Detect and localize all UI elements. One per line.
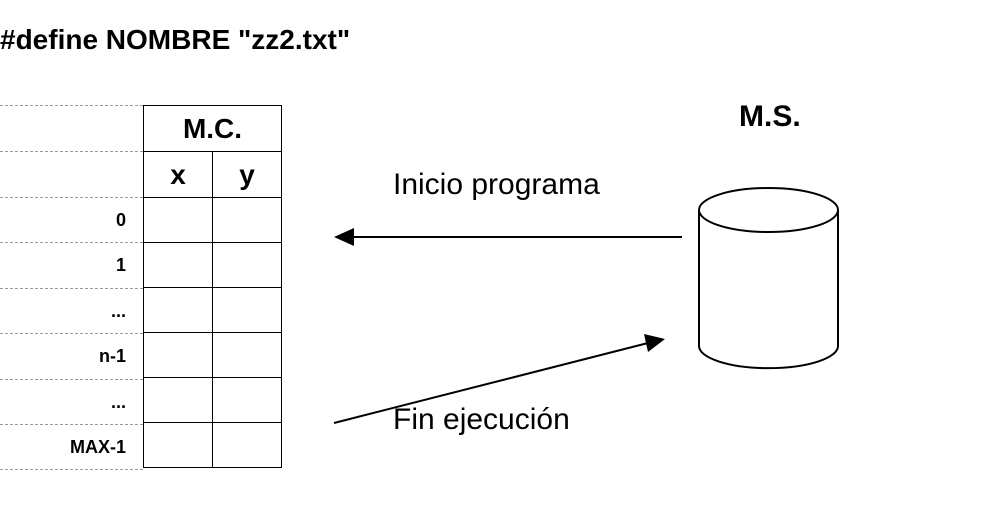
row-label-ellipsis-1: ... <box>0 288 143 333</box>
table-cell <box>212 242 282 288</box>
row-label-ellipsis-2: ... <box>0 379 143 424</box>
table-cell <box>212 422 282 468</box>
memory-table-title: M.C. <box>143 105 282 152</box>
save-arrow-label: Fin ejecución <box>393 403 570 436</box>
table-row <box>143 287 282 333</box>
column-header-x: x <box>143 151 213 198</box>
storage-cylinder-icon <box>698 187 839 370</box>
table-row <box>143 422 282 468</box>
storage-label: M.S. <box>739 100 801 133</box>
table-cell <box>212 287 282 333</box>
load-arrow-label: Inicio programa <box>393 168 600 201</box>
row-label-header-top <box>0 105 143 151</box>
row-label-n-1: n-1 <box>0 333 143 379</box>
save-arrow <box>333 334 665 424</box>
memory-table: M.C. x y <box>143 105 282 468</box>
table-row <box>143 332 282 378</box>
load-arrow <box>334 228 682 246</box>
table-cell <box>212 332 282 378</box>
page-title: #define NOMBRE "zz2.txt" <box>0 24 351 55</box>
row-label-max-1: MAX-1 <box>0 424 143 470</box>
column-header-y: y <box>212 151 282 198</box>
table-row <box>143 242 282 288</box>
row-label-header-cols <box>0 151 143 197</box>
table-cell <box>143 422 213 468</box>
row-label-1: 1 <box>0 242 143 288</box>
row-label-0: 0 <box>0 197 143 242</box>
